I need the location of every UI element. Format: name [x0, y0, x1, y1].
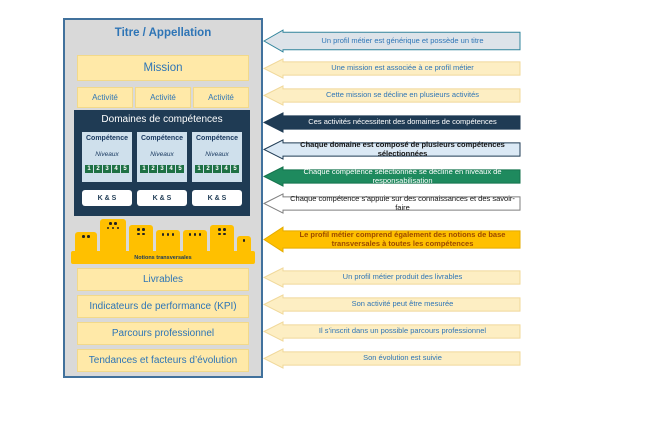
arrow-label: Le profil métier comprend également des … [299, 229, 506, 248]
level-cell: 2 [204, 165, 212, 173]
ks-box: K & S [82, 190, 132, 206]
activity-box: Activité [77, 87, 133, 108]
domains-box: Domaines de compétences Compétence Nivea… [74, 110, 250, 216]
level-cell: 4 [222, 165, 230, 173]
profile-panel: Titre / Appellation Mission Activité Act… [63, 18, 263, 378]
skyline-blocks [73, 219, 253, 251]
domains-title: Domaines de compétences [101, 114, 223, 125]
arrow-label: Cette mission se décline en plusieurs ac… [326, 90, 479, 100]
building-icon [237, 236, 251, 251]
levels-row: 1 2 3 4 5 [85, 165, 129, 173]
arrow-domaines: Ces activités nécessitent des domaines d… [263, 112, 521, 133]
competence-title: Compétence [85, 135, 128, 142]
competence-title: Compétence [195, 135, 238, 142]
building-icon [75, 232, 97, 251]
arrow-label: Un profil métier produit des livrables [342, 272, 463, 282]
level-cell: 4 [112, 165, 120, 173]
arrow-label: Son activité peut être mesurée [351, 299, 454, 309]
arrow-label: Son évolution est suivie [363, 353, 442, 363]
level-cell: 1 [140, 165, 148, 173]
activity-box: Activité [135, 87, 191, 108]
level-cell: 4 [167, 165, 175, 173]
ks-box: K & S [192, 190, 242, 206]
building-icon [156, 230, 180, 251]
levels-label: Niveaux [150, 151, 174, 158]
competence-card: Compétence Niveaux 1 2 3 4 5 [82, 132, 132, 182]
arrow-parcours: Il s’inscrit dans un possible parcours p… [263, 321, 521, 342]
level-cell: 3 [103, 165, 111, 173]
competence-card: Compétence Niveaux 1 2 3 4 5 [192, 132, 242, 182]
arrow-titre: Un profil métier est générique et possèd… [263, 29, 521, 53]
arrow-label: Chaque compétence s’appuie sur des conna… [290, 193, 515, 212]
arrow-label: Il s’inscrit dans un possible parcours p… [318, 326, 487, 336]
level-cell: 2 [94, 165, 102, 173]
competence-card: Compétence Niveaux 1 2 3 4 5 [137, 132, 187, 182]
mission-box: Mission [77, 55, 249, 81]
level-cell: 5 [176, 165, 184, 173]
parcours-box: Parcours professionnel [77, 322, 249, 345]
notions-label: Notions transversales [134, 254, 192, 261]
activity-box: Activité [193, 87, 249, 108]
level-cell: 5 [121, 165, 129, 173]
tendances-box: Tendances et facteurs d’évolution [77, 349, 249, 372]
kpi-box: Indicateurs de performance (KPI) [77, 295, 249, 318]
competence-title: Compétence [140, 135, 183, 142]
levels-row: 1 2 3 4 5 [140, 165, 184, 173]
arrow-niveaux: Chaque compétence sélectionnée se déclin… [263, 166, 521, 187]
arrow-notions: Le profil métier comprend également des … [263, 226, 521, 253]
arrow-label: Chaque compétence sélectionnée se déclin… [303, 166, 502, 185]
arrow-livrables: Un profil métier produit des livrables [263, 267, 521, 288]
building-icon [183, 230, 207, 251]
levels-label: Niveaux [205, 151, 229, 158]
arrow-label: Chaque domaine est composé de plusieurs … [300, 139, 505, 158]
level-cell: 1 [85, 165, 93, 173]
building-icon [129, 225, 153, 251]
building-icon [210, 225, 234, 251]
arrow-activites: Cette mission se décline en plusieurs ac… [263, 85, 521, 106]
arrow-mission: Une mission est associée à ce profil mét… [263, 58, 521, 79]
arrow-evolution: Son évolution est suivie [263, 348, 521, 369]
ks-box: K & S [137, 190, 187, 206]
arrow-competences: Chaque domaine est composé de plusieurs … [263, 139, 521, 160]
level-cell: 5 [231, 165, 239, 173]
panel-title: Titre / Appellation [114, 27, 212, 39]
level-cell: 1 [195, 165, 203, 173]
level-cell: 3 [213, 165, 221, 173]
arrow-label: Ces activités nécessitent des domaines d… [308, 117, 497, 127]
livrables-box: Livrables [77, 268, 249, 291]
arrow-mesure: Son activité peut être mesurée [263, 294, 521, 315]
level-cell: 2 [149, 165, 157, 173]
arrow-savoir-faire: Chaque compétence s’appuie sur des conna… [263, 193, 521, 214]
arrow-label: Une mission est associée à ce profil mét… [331, 63, 474, 73]
notions-skyline: Notions transversales [71, 219, 255, 264]
notions-base-bar: Notions transversales [71, 251, 255, 264]
arrow-label: Un profil métier est générique et possèd… [321, 35, 484, 45]
levels-row: 1 2 3 4 5 [195, 165, 239, 173]
levels-label: Niveaux [95, 151, 119, 158]
level-cell: 3 [158, 165, 166, 173]
building-icon [100, 219, 126, 251]
